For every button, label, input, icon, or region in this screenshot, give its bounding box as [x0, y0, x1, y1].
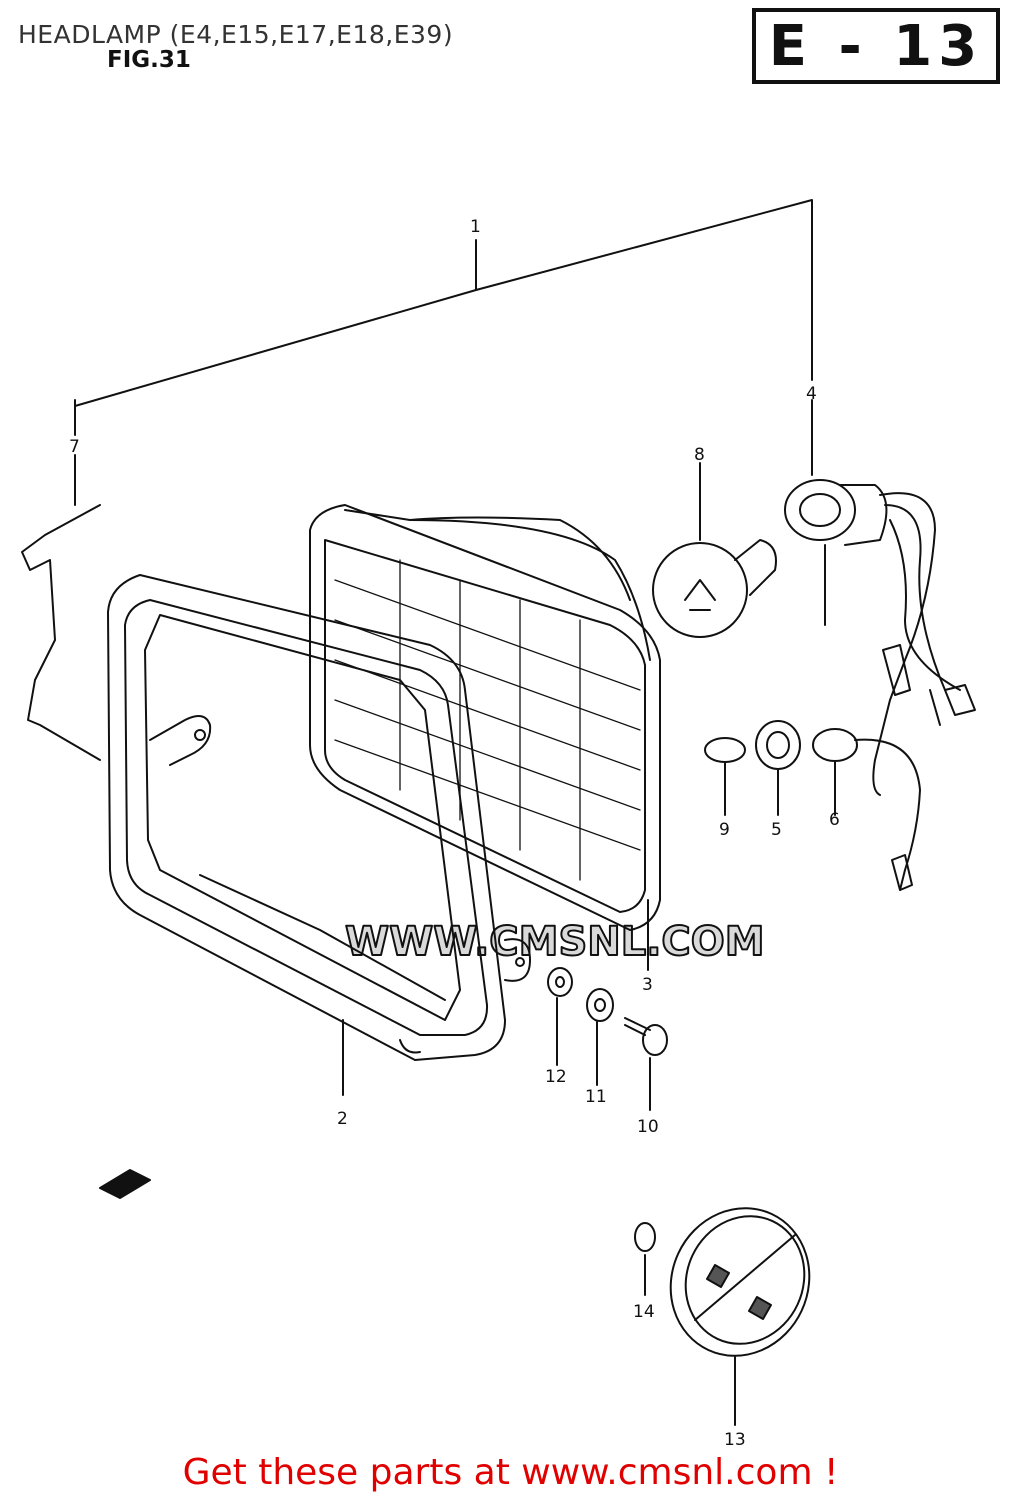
section-code-box: E - 13 [752, 8, 1000, 84]
part-8-headlamp-bulb [652, 539, 777, 638]
part-2-headlamp-rim [107, 574, 531, 1061]
callout-12: 12 [545, 1067, 567, 1087]
callout-6: 6 [829, 810, 840, 830]
callout-1-leader [74, 199, 813, 436]
figure-label: FIG.31 [107, 47, 191, 73]
callout-5: 5 [771, 820, 782, 840]
callout-8: 8 [694, 445, 705, 465]
callout-3: 3 [642, 975, 653, 995]
watermark-text: WWW.CMSNL.COM [345, 919, 765, 965]
get-parts-link[interactable]: Get these parts at www.cmsnl.com ! [182, 1452, 839, 1493]
front-arrow-marker [99, 1169, 151, 1199]
part-11-nut [586, 988, 614, 1086]
section-code: E - 13 [768, 13, 984, 79]
callout-10: 10 [637, 1117, 659, 1137]
part-12-washer [547, 967, 573, 1066]
callout-1: 1 [470, 217, 481, 237]
callout-9: 9 [719, 820, 730, 840]
part-4-bulb-socket [784, 479, 976, 796]
part-9-pilot-bulb [704, 737, 746, 816]
callout-13: 13 [724, 1430, 746, 1450]
callout-4: 4 [806, 384, 817, 404]
callout-2: 2 [337, 1109, 348, 1129]
callout-11: 11 [585, 1087, 607, 1107]
part-6-pilot-lamp-socket [812, 728, 921, 891]
callout-14: 14 [633, 1302, 655, 1322]
callout-7: 7 [69, 437, 80, 457]
part-13-reflector [669, 1207, 811, 1426]
part-14-washer [634, 1222, 656, 1296]
part-7-wire-spring [21, 504, 101, 761]
page-title: HEADLAMP (E4,E15,E17,E18,E39) [18, 20, 454, 49]
part-10-bolt [624, 1017, 668, 1111]
part-5-grommet [755, 720, 801, 816]
part-3-sealed-beam-unit [309, 504, 661, 931]
